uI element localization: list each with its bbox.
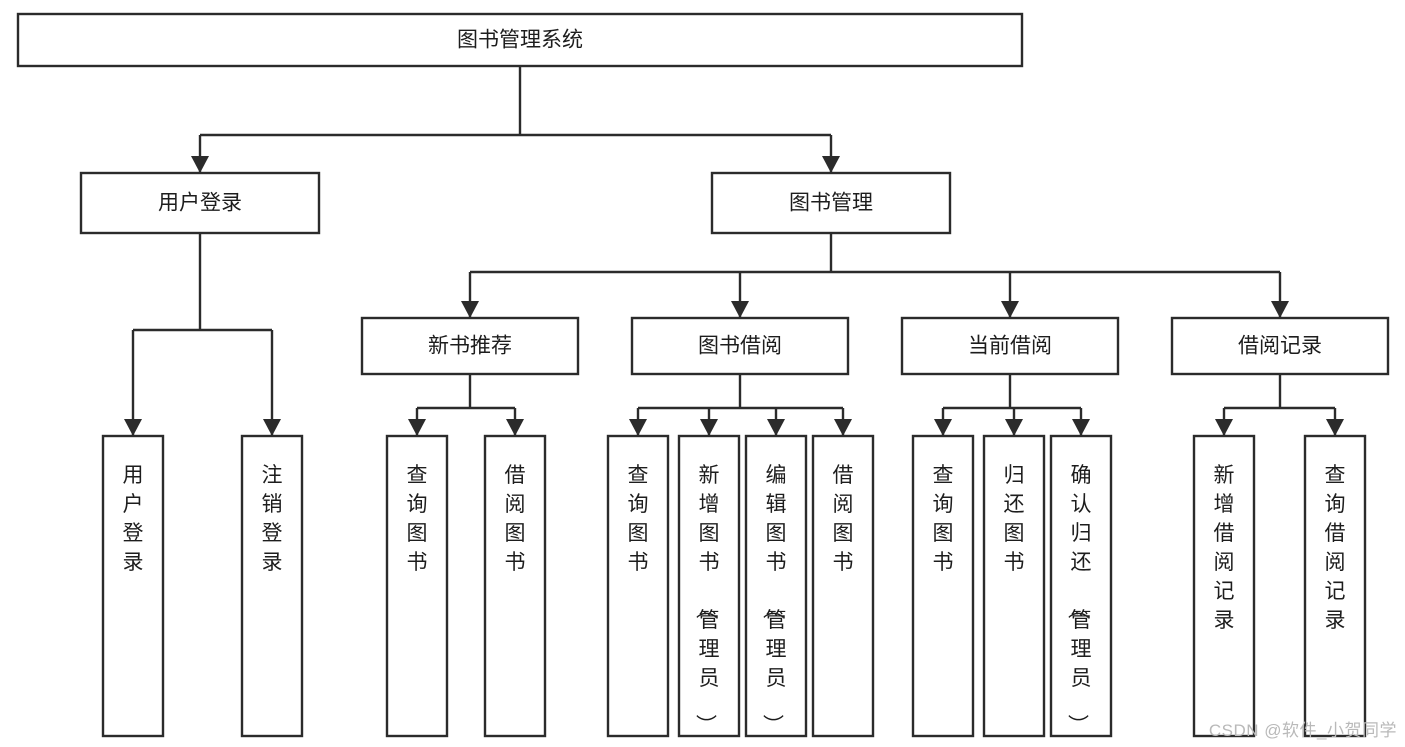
node-box-leaf-query-book-3 [911, 434, 975, 738]
node-label-current-borrow: 当前借阅 [968, 335, 1052, 358]
arrow-head-icon [822, 156, 840, 173]
node-book-borrow[interactable]: 图书借阅 [630, 316, 850, 376]
csdn-watermark: CSDN @软件_小贺同学 [1208, 721, 1397, 740]
node-box-borrow-record [1170, 316, 1390, 376]
node-leaf-confirm-return[interactable]: 确认归还（管理员） [1049, 434, 1113, 738]
arrow-head-icon [124, 419, 142, 436]
arrow-head-icon [461, 301, 479, 318]
node-box-leaf-user-login [101, 434, 165, 738]
node-box-leaf-query-book-2 [606, 434, 670, 738]
arrow-head-icon [191, 156, 209, 173]
node-leaf-edit-book[interactable]: 编辑图书（管理员） [744, 434, 808, 738]
arrow-head-icon [263, 419, 281, 436]
node-label-leaf-query-record: 查询借阅记录 [1325, 464, 1346, 632]
node-box-leaf-confirm-return [1049, 434, 1113, 738]
arrow-head-icon [767, 419, 785, 436]
node-leaf-user-login[interactable]: 用户登录 [101, 434, 165, 738]
node-box-leaf-logout [240, 434, 304, 738]
node-layer: 图书管理系统用户登录图书管理新书推荐图书借阅当前借阅借阅记录用户登录注销登录查询… [16, 12, 1390, 738]
node-label-new-book-recommend: 新书推荐 [428, 335, 512, 358]
node-box-leaf-query-record [1303, 434, 1367, 738]
node-box-current-borrow [900, 316, 1120, 376]
arrow-head-icon [1215, 419, 1233, 436]
node-leaf-query-book-3[interactable]: 查询图书 [911, 434, 975, 738]
node-user-login[interactable]: 用户登录 [79, 171, 321, 235]
node-label-leaf-query-book-1: 查询图书 [407, 464, 428, 574]
node-box-user-login [79, 171, 321, 235]
node-label-leaf-edit-book: 编辑图书（管理员） [761, 464, 787, 735]
node-box-leaf-add-record [1192, 434, 1256, 738]
node-box-book-manage [710, 171, 952, 235]
node-book-manage[interactable]: 图书管理 [710, 171, 952, 235]
node-label-leaf-logout: 注销登录 [262, 464, 283, 574]
arrow-head-icon [1271, 301, 1289, 318]
node-box-leaf-borrow-book-2 [811, 434, 875, 738]
node-label-leaf-query-book-3: 查询图书 [933, 464, 954, 574]
node-label-leaf-user-login: 用户登录 [123, 464, 144, 574]
connector-layer [124, 66, 1344, 436]
arrow-head-icon [1001, 301, 1019, 318]
node-current-borrow[interactable]: 当前借阅 [900, 316, 1120, 376]
node-leaf-query-book-2[interactable]: 查询图书 [606, 434, 670, 738]
node-leaf-add-book[interactable]: 新增图书（管理员） [677, 434, 741, 738]
node-leaf-borrow-book-1[interactable]: 借阅图书 [483, 434, 547, 738]
arrow-head-icon [629, 419, 647, 436]
node-leaf-query-record[interactable]: 查询借阅记录 [1303, 434, 1367, 738]
node-label-book-borrow: 图书借阅 [698, 335, 782, 358]
node-leaf-return-book[interactable]: 归还图书 [982, 434, 1046, 738]
arrow-head-icon [506, 419, 524, 436]
node-box-leaf-query-book-1 [385, 434, 449, 738]
node-new-book-recommend[interactable]: 新书推荐 [360, 316, 580, 376]
arrow-head-icon [700, 419, 718, 436]
node-leaf-query-book-1[interactable]: 查询图书 [385, 434, 449, 738]
node-root[interactable]: 图书管理系统 [16, 12, 1024, 68]
node-box-book-borrow [630, 316, 850, 376]
node-leaf-logout[interactable]: 注销登录 [240, 434, 304, 738]
node-leaf-add-record[interactable]: 新增借阅记录 [1192, 434, 1256, 738]
node-label-leaf-borrow-book-1: 借阅图书 [505, 464, 526, 574]
node-label-leaf-add-record: 新增借阅记录 [1214, 464, 1235, 632]
node-label-leaf-query-book-2: 查询图书 [628, 464, 649, 574]
node-box-root [16, 12, 1024, 68]
node-label-leaf-add-book: 新增图书（管理员） [694, 464, 720, 735]
node-box-leaf-return-book [982, 434, 1046, 738]
arrow-head-icon [731, 301, 749, 318]
node-label-user-login: 用户登录 [158, 192, 242, 215]
node-label-leaf-confirm-return: 确认归还（管理员） [1066, 464, 1092, 735]
node-label-borrow-record: 借阅记录 [1238, 335, 1322, 358]
node-box-leaf-borrow-book-1 [483, 434, 547, 738]
node-label-leaf-return-book: 归还图书 [1004, 464, 1025, 574]
node-box-new-book-recommend [360, 316, 580, 376]
node-borrow-record[interactable]: 借阅记录 [1170, 316, 1390, 376]
arrow-head-icon [834, 419, 852, 436]
arrow-head-icon [1326, 419, 1344, 436]
node-label-leaf-borrow-book-2: 借阅图书 [833, 464, 854, 574]
node-label-book-manage: 图书管理 [789, 192, 873, 215]
arrow-head-icon [1072, 419, 1090, 436]
arrow-head-icon [408, 419, 426, 436]
node-label-root: 图书管理系统 [457, 29, 583, 52]
node-leaf-borrow-book-2[interactable]: 借阅图书 [811, 434, 875, 738]
node-box-leaf-add-book [677, 434, 741, 738]
arrow-head-icon [934, 419, 952, 436]
arrow-head-icon [1005, 419, 1023, 436]
node-box-leaf-edit-book [744, 434, 808, 738]
